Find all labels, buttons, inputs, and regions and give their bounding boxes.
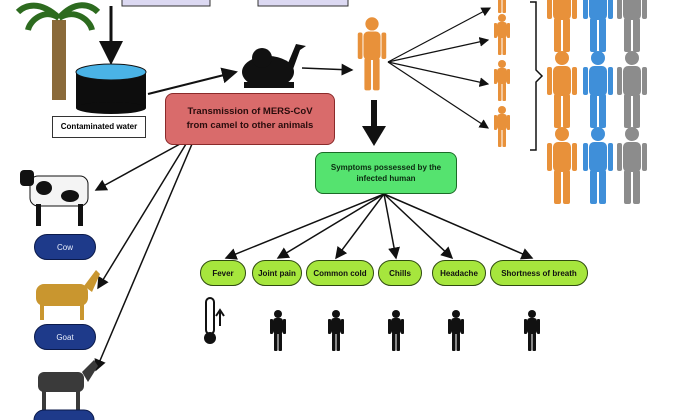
symptom-shortness-of-breath: Shortness of breath (490, 260, 588, 286)
headache-icon (448, 310, 464, 351)
symptoms-line-2: infected human (356, 174, 416, 183)
animal-pill-cut (33, 409, 95, 420)
thermometer-icon (204, 297, 225, 344)
symptom-headache: Headache (432, 260, 486, 286)
arrow-water-to-camel (147, 67, 238, 95)
palm-tree-icon (15, 2, 101, 100)
chills-icon (388, 310, 404, 351)
top-box-left (121, 0, 211, 7)
transmission-line-2: from camel to other animals (186, 120, 314, 131)
symptoms-box: Symptoms possessed by the infected human (315, 152, 457, 194)
animal-arrows (94, 143, 193, 372)
water-tank-icon (75, 63, 147, 114)
arrow-to-symptoms (362, 126, 386, 146)
transmission-line-1: Transmission of MERS-CoV (187, 106, 313, 117)
camel-icon (242, 44, 306, 88)
shortness-of-breath-icon (524, 310, 540, 351)
common-cold-icon (328, 310, 344, 351)
contaminated-water-label: Contaminated water (52, 116, 146, 138)
transmission-box: Transmission of MERS-CoV from camel to o… (165, 93, 335, 145)
human-grid (547, 0, 647, 204)
joint-pain-icon (270, 310, 286, 351)
spread-arrows (387, 7, 492, 129)
animal-label-goat: Goat (34, 324, 96, 350)
symptom-chills: Chills (378, 260, 422, 286)
secondary-humans (494, 0, 510, 147)
cow-icon (20, 170, 89, 226)
symptom-arrows (224, 193, 534, 260)
symptom-fever: Fever (200, 260, 246, 286)
brace-right (530, 1, 544, 151)
symptoms-line-1: Symptoms possessed by the (330, 163, 442, 172)
symptom-common-cold: Common cold (306, 260, 374, 286)
top-box-right (257, 0, 349, 7)
arrow-camel-to-human (301, 63, 354, 76)
infected-human-icon (357, 17, 387, 91)
symptom-joint-pain: Joint pain (252, 260, 302, 286)
animal-label-cow: Cow (34, 234, 96, 260)
goat-icon (36, 270, 100, 320)
donkey-icon (38, 360, 98, 412)
